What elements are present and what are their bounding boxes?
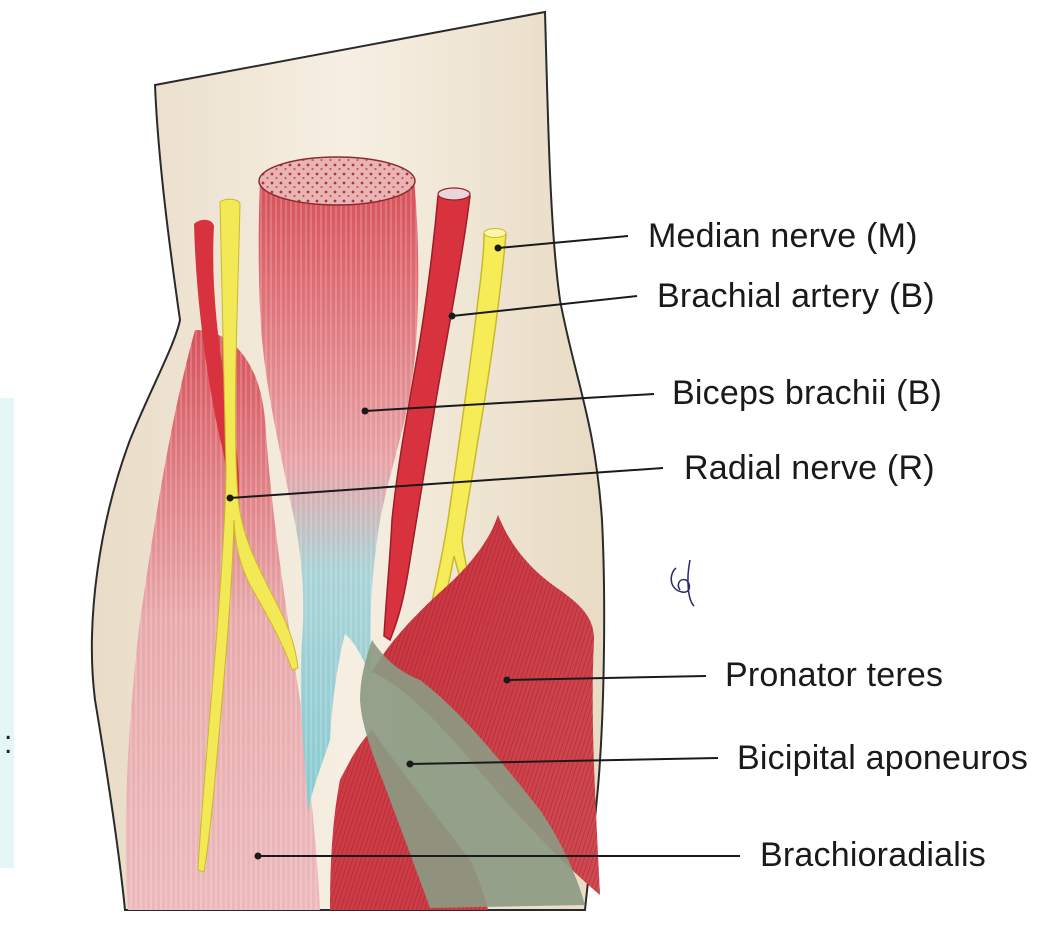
label-bicipital-aponeurosis: Bicipital aponeuros: [737, 739, 1028, 778]
label-brachial-artery: Brachial artery (B): [657, 277, 935, 316]
label-pronator-teres: Pronator teres: [725, 656, 943, 695]
label-radial-nerve: Radial nerve (R): [684, 449, 935, 488]
label-median-nerve: Median nerve (M): [648, 217, 918, 256]
label-brachioradialis: Brachioradialis: [760, 836, 986, 875]
label-biceps-brachii: Biceps brachii (B): [672, 374, 942, 413]
pen-scribble: [671, 560, 694, 606]
